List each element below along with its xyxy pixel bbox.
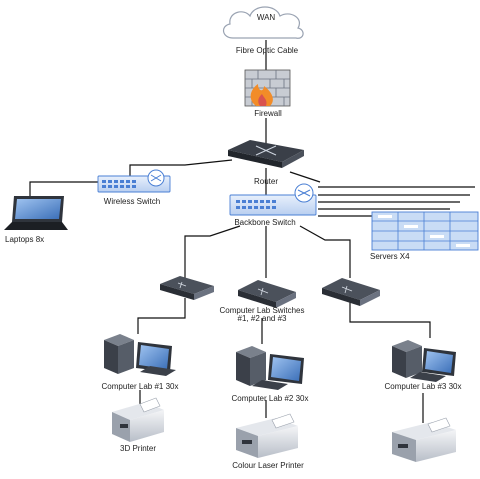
lab2-label: Computer Lab #2 30x xyxy=(231,394,309,403)
printer-icon xyxy=(112,397,164,442)
wan-label: WAN xyxy=(256,13,276,22)
printer-icon xyxy=(236,413,298,458)
router-icon xyxy=(228,140,304,168)
cable-lab3sw-lab3 xyxy=(349,300,431,338)
desktop-computer-icon xyxy=(104,334,176,376)
cable-router-servers xyxy=(289,171,321,183)
printer-colour-label: Colour Laser Printer xyxy=(232,461,304,470)
fibre-optic-label: Fibre Optic Cable xyxy=(235,46,299,55)
switch-icon xyxy=(229,183,317,216)
backbone-switch-label: Backbone Switch xyxy=(234,218,296,227)
cable-wireless-laptops xyxy=(29,181,100,196)
cable-backbone-lab3 xyxy=(299,225,351,278)
switch-icon xyxy=(238,280,296,308)
cable-lab1sw-lab1 xyxy=(137,298,186,334)
cable-backbone-lab1 xyxy=(184,225,241,278)
wireless-switch-label: Wireless Switch xyxy=(103,197,161,206)
lab3-label: Computer Lab #3 30x xyxy=(384,382,462,391)
cable-backbone-servers-5 xyxy=(318,215,381,224)
cable-router-wireless xyxy=(129,159,233,178)
desktop-computer-icon xyxy=(392,340,456,382)
switch-icon xyxy=(160,276,214,300)
switch-icon xyxy=(322,278,380,306)
laptop-icon xyxy=(4,196,68,230)
router-label: Router xyxy=(253,177,279,186)
desktop-computer-icon xyxy=(236,346,304,390)
cloud-icon xyxy=(223,6,304,39)
firewall-icon xyxy=(244,69,291,107)
server-rack-icon xyxy=(371,211,479,251)
lab-switches-label-line1: Computer Lab Switches xyxy=(219,306,305,315)
servers-label: Servers X4 xyxy=(370,252,410,261)
printer-icon xyxy=(392,417,456,462)
laptops-label: Laptops 8x xyxy=(5,235,45,244)
lab1-label: Computer Lab #1 30x xyxy=(101,382,179,391)
firewall-label: Firewall xyxy=(254,109,282,118)
lab-switches-label-line2: #1, #2 and #3 xyxy=(237,314,287,323)
cables xyxy=(29,40,475,423)
switch-icon xyxy=(97,169,171,193)
printer-3d-label: 3D Printer xyxy=(119,444,157,453)
